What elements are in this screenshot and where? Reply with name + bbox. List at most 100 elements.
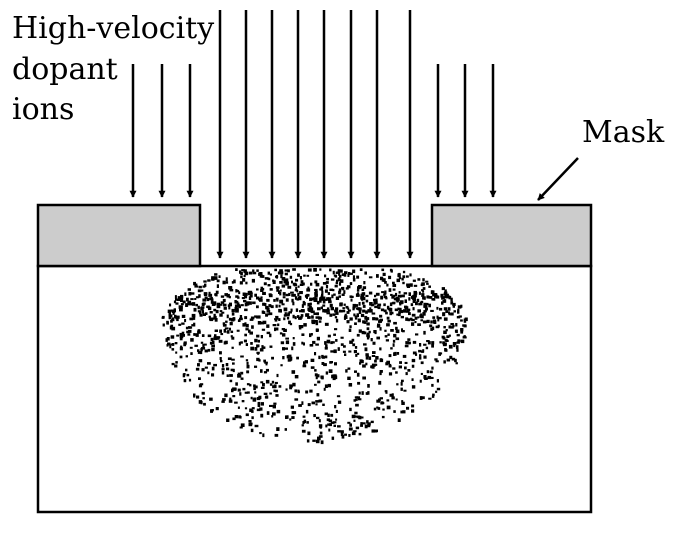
dopant-dot	[295, 287, 298, 291]
dopant-dot	[315, 273, 319, 276]
dopant-dot	[348, 434, 351, 437]
dopant-dot	[362, 296, 366, 301]
dopant-dot	[183, 379, 187, 383]
dopant-dot	[398, 277, 402, 280]
dopant-dot	[260, 296, 263, 299]
dopant-dot	[311, 315, 314, 319]
dopant-dot	[272, 279, 275, 282]
dopant-dot	[193, 393, 196, 397]
dopant-dot	[284, 269, 288, 272]
dopant-dot	[379, 370, 383, 373]
dopant-dot	[195, 296, 200, 299]
dopant-dot	[283, 307, 288, 312]
dopant-dot	[179, 335, 184, 339]
dopant-dot	[266, 298, 270, 302]
dopant-dot	[201, 391, 205, 395]
dopant-dot	[274, 433, 279, 437]
dopant-dot	[391, 295, 395, 299]
dopant-dot	[427, 295, 430, 299]
dopant-dot	[269, 383, 273, 386]
dopant-dot	[300, 316, 303, 319]
dopant-dot	[399, 303, 402, 306]
dopant-dot	[171, 362, 175, 366]
dopant-dot	[238, 415, 241, 419]
dopant-dot	[237, 296, 240, 299]
dopant-dot	[411, 404, 415, 408]
dopant-dot	[317, 436, 321, 441]
dopant-dot	[326, 277, 329, 281]
dopant-dot	[250, 342, 253, 345]
dopant-dot	[298, 404, 302, 407]
dopant-dot	[197, 363, 200, 367]
dopant-dot	[388, 288, 392, 292]
dopant-dot	[191, 324, 195, 327]
dopant-dot	[213, 308, 217, 312]
dopant-dot	[408, 297, 411, 301]
dopant-dot	[411, 385, 416, 389]
dopant-dot	[314, 369, 317, 372]
dopant-dot	[226, 314, 229, 319]
dopant-dot	[431, 395, 435, 398]
dopant-dot	[374, 294, 377, 298]
dopant-dot	[185, 355, 188, 358]
dopant-dot	[324, 274, 327, 278]
dopant-dot	[388, 307, 393, 312]
dopant-dot	[401, 294, 405, 298]
dopant-dot	[411, 322, 415, 326]
dopant-dot	[297, 285, 300, 288]
dopant-dot	[413, 284, 418, 287]
dopant-dot	[350, 298, 353, 302]
dopant-dot	[431, 290, 434, 294]
dopant-dot	[375, 356, 379, 360]
dopant-dot	[240, 371, 244, 375]
dopant-dot	[299, 276, 302, 280]
dopant-dot	[294, 316, 297, 320]
dopant-dot	[195, 303, 198, 307]
dopant-dot	[189, 326, 193, 329]
dopant-dot	[243, 269, 247, 273]
dopant-dot	[233, 387, 237, 391]
dopant-dot	[250, 396, 253, 400]
dopant-dot	[257, 403, 261, 407]
dopant-dot	[290, 308, 293, 312]
dopant-dot	[417, 309, 421, 313]
dopant-dot	[322, 299, 326, 304]
dopant-dot	[364, 315, 368, 320]
dopant-dot	[419, 379, 422, 383]
dopant-dot	[330, 350, 334, 353]
dopant-dot	[324, 355, 328, 359]
dopant-dot	[284, 347, 288, 350]
dopant-dot	[215, 309, 219, 314]
dopant-dot	[430, 376, 434, 379]
dopant-dot	[307, 286, 310, 290]
dopant-dot	[281, 284, 286, 288]
dopant-dot	[411, 364, 415, 368]
dopant-dot	[211, 298, 214, 302]
dopant-dot	[324, 341, 327, 345]
dopant-dot	[423, 302, 427, 307]
dopant-dot	[349, 407, 352, 412]
dopant-dot	[396, 296, 399, 299]
dopant-dot	[430, 320, 433, 324]
dopant-dot	[334, 316, 338, 319]
dopant-dot	[327, 383, 331, 388]
dopant-dot	[392, 343, 395, 347]
dopant-dot	[460, 330, 464, 334]
dopant-dot	[385, 311, 388, 315]
dopant-dot	[208, 291, 211, 295]
dopant-dot	[367, 391, 370, 395]
dopant-dot	[435, 325, 440, 329]
dopant-dot	[257, 315, 261, 319]
dopant-dot	[371, 355, 376, 357]
dopant-dot	[264, 303, 267, 307]
dopant-dot	[334, 375, 338, 380]
dopant-dot	[437, 324, 440, 328]
dopant-dot	[431, 366, 434, 370]
dopant-dot	[204, 366, 208, 369]
dopant-dot	[202, 285, 206, 288]
dopant-dot	[455, 345, 459, 349]
dopant-dot	[314, 352, 317, 356]
dopant-dot	[318, 399, 323, 403]
dopant-dot	[347, 421, 351, 424]
dopant-dot	[341, 273, 345, 276]
